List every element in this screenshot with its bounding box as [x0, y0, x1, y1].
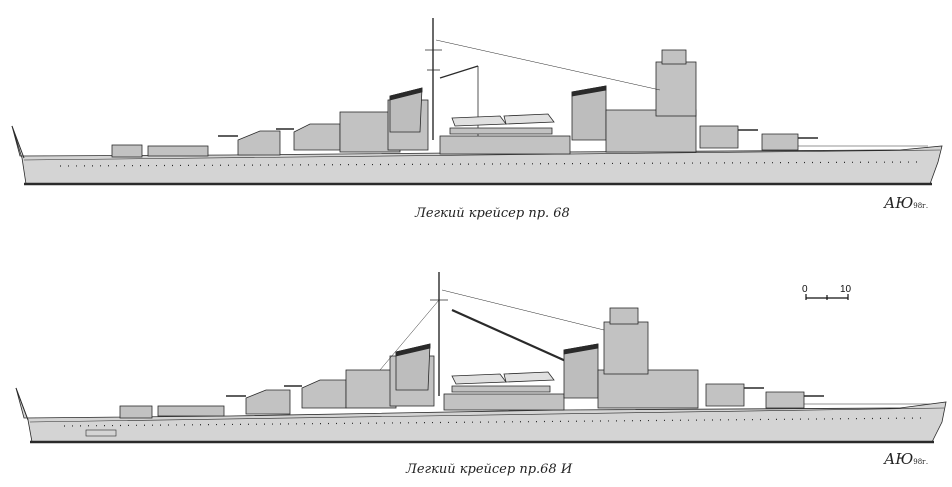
ship2-turret-a: [245, 389, 291, 415]
ship2-turret-c: [705, 383, 745, 407]
signature-1-year: 98г.: [913, 202, 929, 210]
scale-bar: [805, 294, 849, 300]
ship2-turret-b: [301, 379, 347, 409]
scale-start-label: 0: [802, 284, 808, 295]
scale-end-label: 10: [840, 284, 852, 295]
signature-2-year: 98г.: [913, 458, 929, 466]
ship1-seaplane-1: [451, 115, 507, 127]
ship2-crane: [451, 308, 569, 364]
ship1-rigging: [435, 39, 661, 91]
ship2-turret-d: [765, 391, 805, 409]
ship2-seaplane-1: [451, 373, 507, 385]
ship1-turret-a: [237, 130, 281, 156]
ship1-turret-c: [699, 125, 739, 149]
ship1-turret-d: [761, 133, 799, 151]
ship1-turret-b: [293, 123, 341, 151]
ship2-fwd-superstructure: [345, 369, 397, 409]
ship2-director-tower: [609, 307, 639, 325]
ship1-catapult: [449, 127, 553, 135]
ship1-director-tower: [661, 49, 687, 65]
caption-ship-2: Легкий крейсер пр.68 И: [406, 462, 573, 477]
ship1-seaplane-2: [503, 113, 555, 125]
signature-2-text: АЮ: [884, 450, 914, 468]
ship1-aft-superstructure: [605, 109, 697, 153]
signature-2: АЮ98г.: [884, 450, 928, 468]
ship1-boat-deck-fore: [111, 144, 143, 158]
ship1-crane: [439, 65, 479, 79]
signature-1: АЮ98г.: [884, 194, 928, 212]
ship-profile-pr68: [11, 18, 943, 186]
signature-1-text: АЮ: [884, 194, 914, 212]
ship2-mast-rigging: [379, 299, 440, 371]
ship2-catapult: [451, 385, 551, 393]
caption-ship-1: Легкий крейсер пр. 68: [415, 206, 570, 221]
ship2-rigging: [441, 289, 605, 331]
ship-profile-pr68i: [15, 272, 947, 444]
ship2-aft-superstructure: [597, 369, 699, 409]
ship2-seaplane-2: [503, 371, 555, 383]
